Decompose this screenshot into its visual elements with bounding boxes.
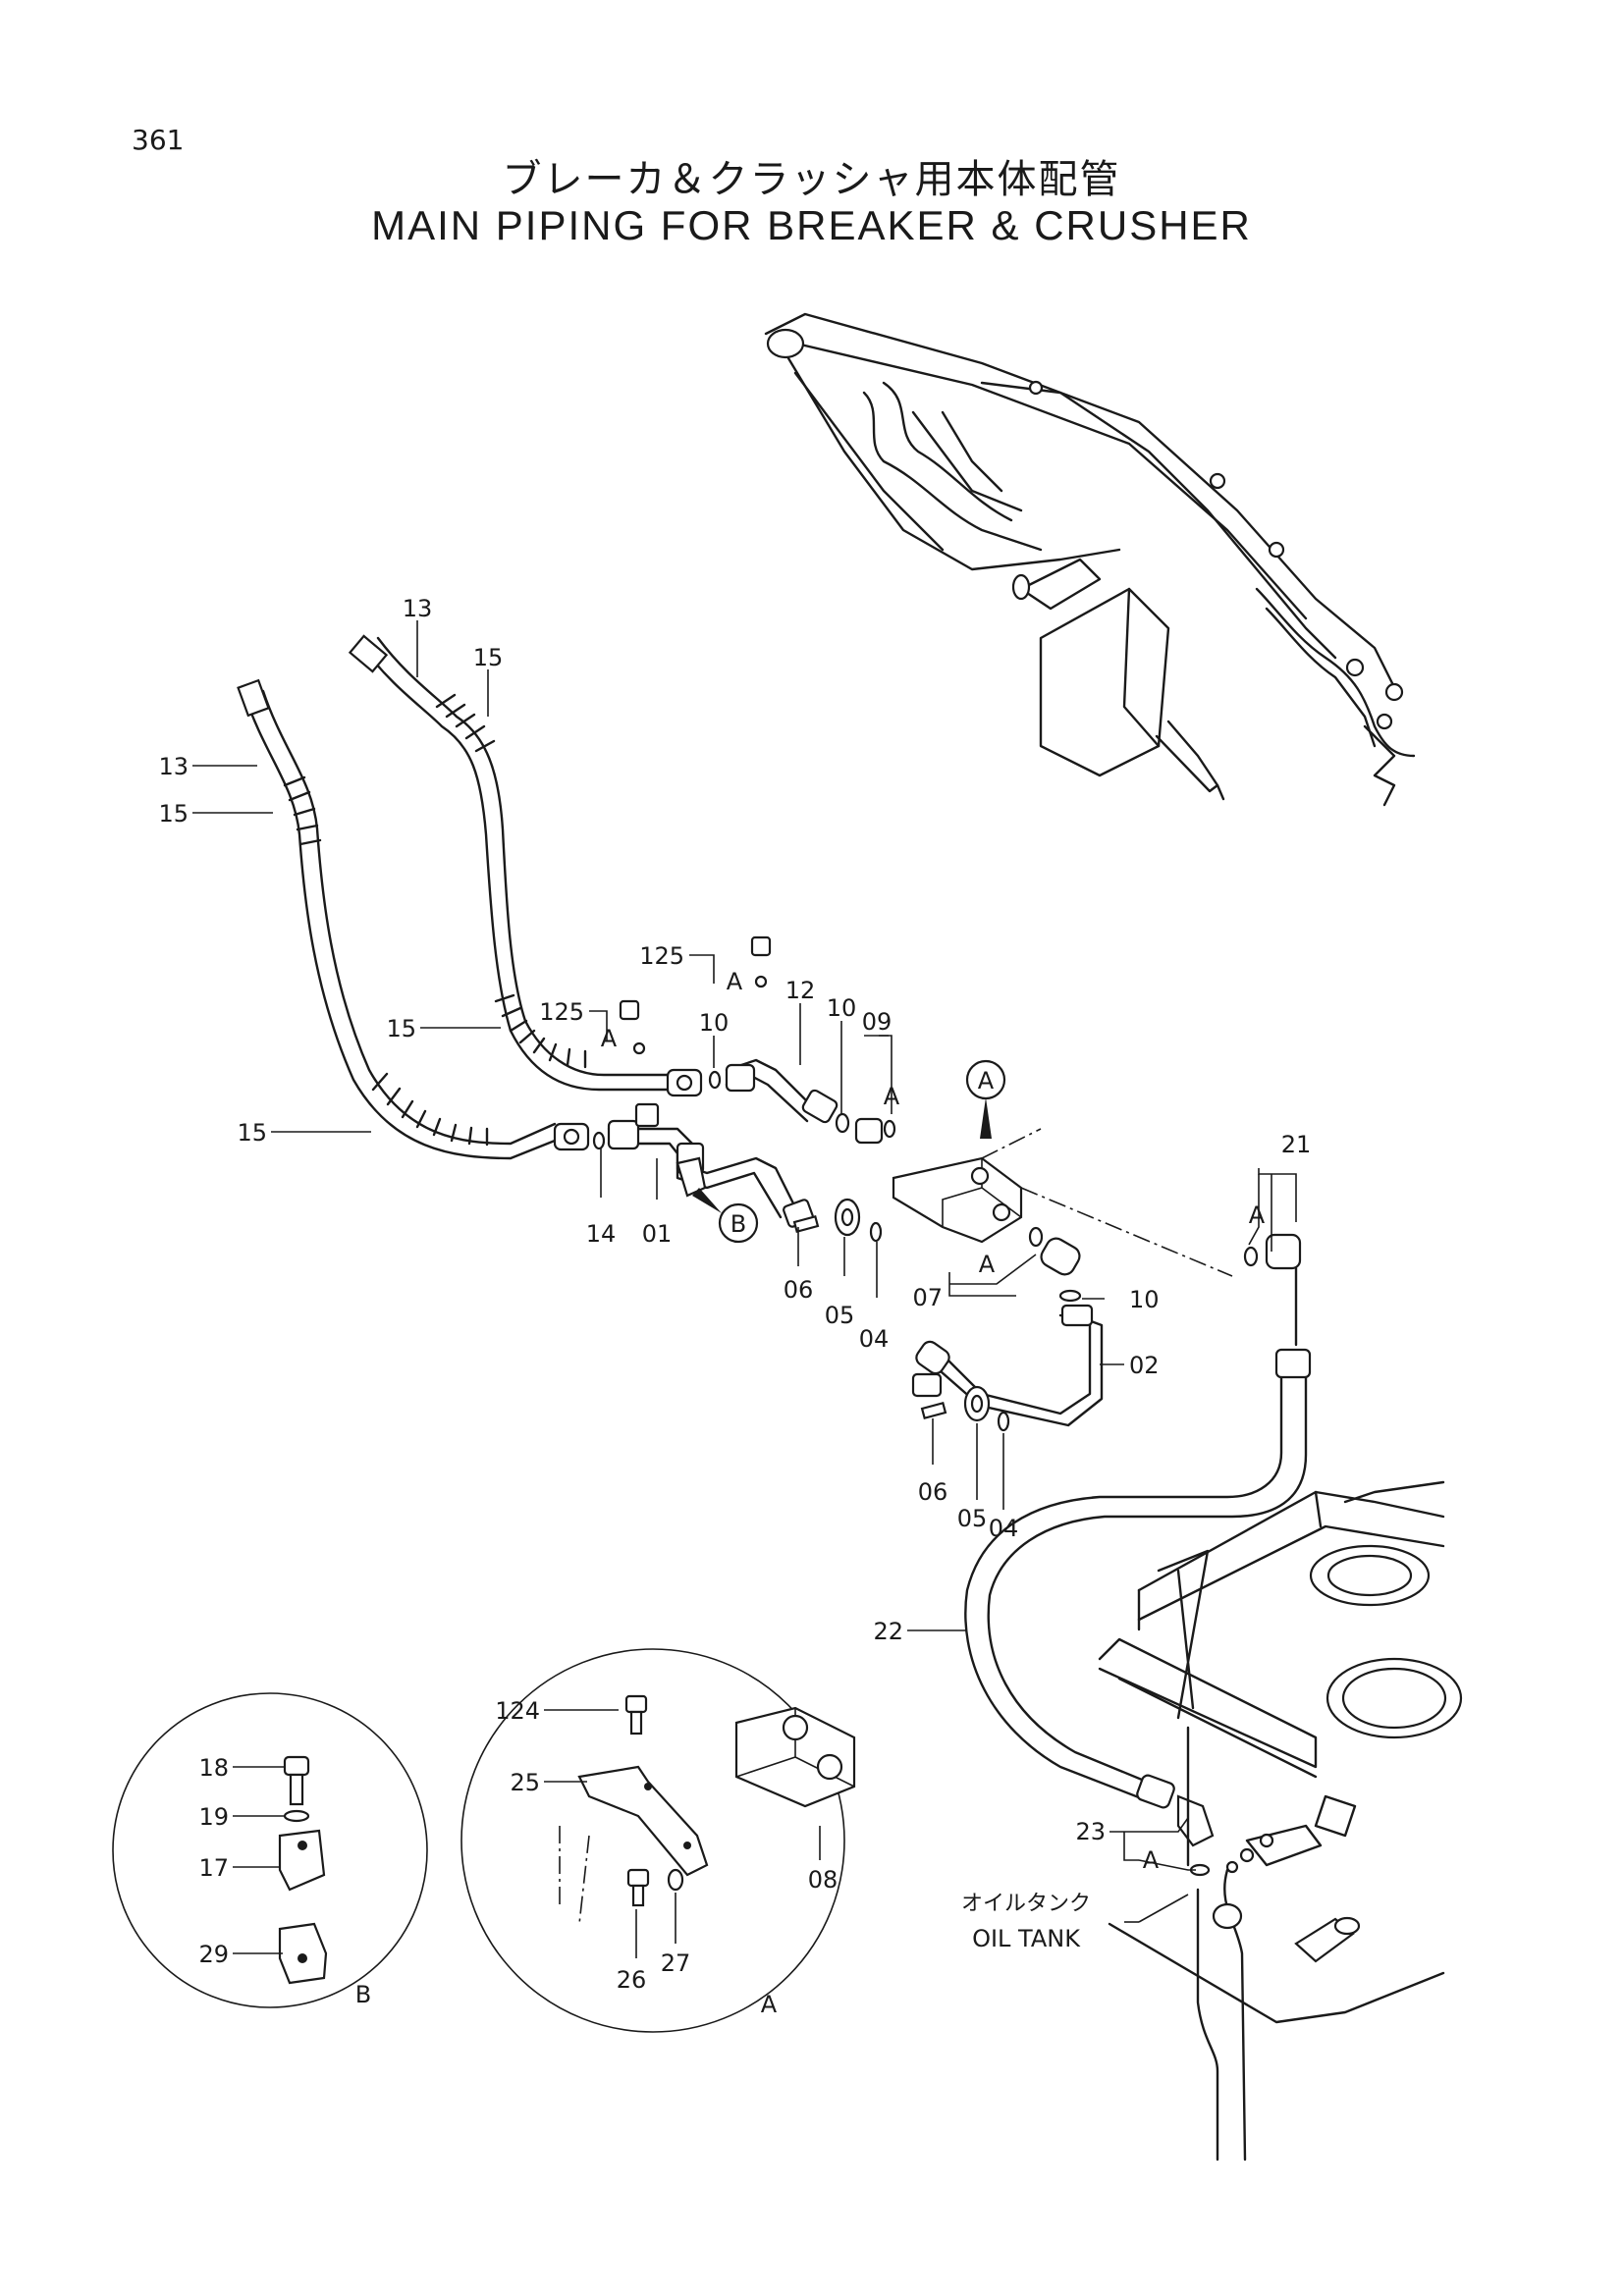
detail-marker-a: A xyxy=(965,1059,1006,1139)
detail-b-circle xyxy=(112,1692,428,2008)
callout-04-lower: 04 xyxy=(989,1515,1019,1542)
callout-18: 18 xyxy=(198,1754,229,1782)
callout-12: 12 xyxy=(785,977,816,1004)
callout-29: 29 xyxy=(198,1941,229,1968)
callout-10-mid: 10 xyxy=(827,994,857,1022)
hose-22-and-oil-tank xyxy=(964,1348,1463,2162)
callout-06-upper: 06 xyxy=(784,1276,814,1304)
detail-b-label: B xyxy=(355,1981,371,2008)
callout-06-lower: 06 xyxy=(918,1478,948,1506)
detail-marker-b: B xyxy=(692,1188,759,1244)
callout-a-1: A xyxy=(727,968,743,995)
callout-04-upper: 04 xyxy=(859,1325,890,1353)
callout-05-upper: 05 xyxy=(825,1302,855,1329)
hose-assembly-15-upper xyxy=(348,634,703,1097)
callout-10-left: 10 xyxy=(699,1009,730,1037)
leader-lines xyxy=(192,620,1297,1958)
page-number: 361 xyxy=(132,124,185,156)
callout-27: 27 xyxy=(661,1949,691,1977)
callout-23: 23 xyxy=(1075,1818,1106,1845)
detail-marker-b-label: B xyxy=(730,1210,746,1238)
callout-a-2: A xyxy=(601,1025,618,1052)
callout-21: 21 xyxy=(1281,1131,1312,1158)
detail-a-circle xyxy=(460,1648,856,2033)
callout-15-lower: 15 xyxy=(158,800,189,828)
callout-13-upper: 13 xyxy=(403,595,433,622)
oil-tank-label-jp: オイルタンク xyxy=(961,1892,1091,1916)
callout-26: 26 xyxy=(617,1966,647,1994)
callout-19: 19 xyxy=(198,1803,229,1831)
detail-marker-a-label: A xyxy=(978,1067,995,1095)
callout-labels: 13 15 13 15 15 15 125 125 A A 10 12 10 0… xyxy=(158,595,1311,2018)
callout-a-5: A xyxy=(1249,1201,1266,1229)
callout-a-3: A xyxy=(884,1083,900,1110)
callout-a-4: A xyxy=(979,1251,996,1278)
callout-15-mid: 15 xyxy=(386,1015,416,1042)
callout-05-lower: 05 xyxy=(957,1505,988,1532)
callout-10-right: 10 xyxy=(1129,1286,1160,1313)
piping-assembly-center xyxy=(592,935,1302,1432)
callout-07: 07 xyxy=(912,1284,943,1311)
title-english: MAIN PIPING FOR BREAKER & CRUSHER xyxy=(371,202,1252,248)
callout-125-right: 125 xyxy=(639,942,684,970)
callout-08: 08 xyxy=(808,1866,839,1894)
callout-a-6: A xyxy=(1143,1846,1160,1874)
callout-125-left: 125 xyxy=(539,998,584,1026)
callout-09: 09 xyxy=(862,1008,893,1036)
callout-14: 14 xyxy=(586,1220,617,1248)
callout-15-upper: 15 xyxy=(473,644,504,671)
callout-25: 25 xyxy=(510,1769,540,1796)
callout-13-lower: 13 xyxy=(158,753,189,780)
hose-assembly-15-lower xyxy=(237,678,590,1160)
callout-17: 17 xyxy=(198,1854,229,1882)
callout-124: 124 xyxy=(495,1697,540,1725)
oil-tank-label-en: OIL TANK xyxy=(972,1925,1081,1952)
callout-01: 01 xyxy=(642,1220,673,1248)
callout-15-bottom: 15 xyxy=(237,1119,267,1147)
callout-02: 02 xyxy=(1129,1352,1160,1379)
callout-22: 22 xyxy=(873,1618,903,1645)
title-japanese: ブレーカ＆クラッシャ用本体配管 xyxy=(502,157,1121,202)
detail-a-label: A xyxy=(761,1991,778,2018)
boom-arm-illustration xyxy=(764,312,1416,807)
